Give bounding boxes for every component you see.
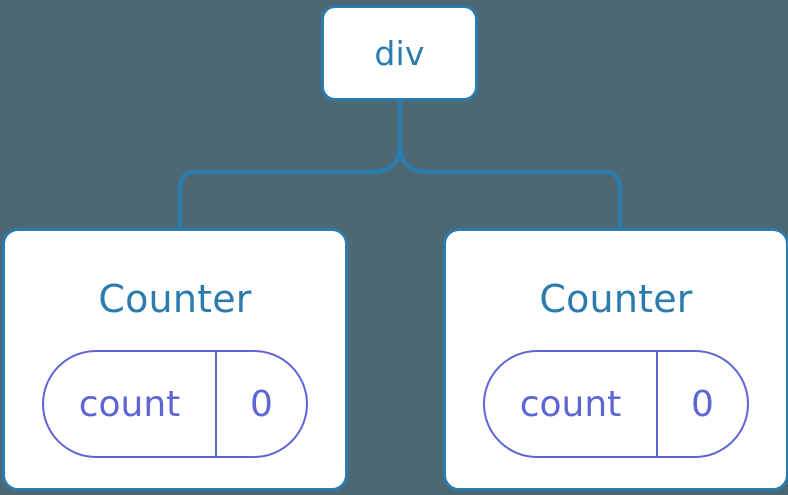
- node-title-counter-right: Counter: [539, 277, 693, 321]
- state-pill-left: count 0: [42, 350, 308, 458]
- state-key-left: count: [44, 352, 217, 456]
- node-title-counter-left: Counter: [98, 277, 252, 321]
- state-pill-right: count 0: [483, 350, 749, 458]
- state-key-right: count: [485, 352, 658, 456]
- connector-split-left: [177, 142, 403, 230]
- node-counter-right[interactable]: Counter count 0: [443, 228, 788, 491]
- state-value-right: 0: [691, 383, 714, 425]
- state-value-left: 0: [250, 383, 273, 425]
- node-title-div: div: [374, 33, 425, 73]
- node-counter-left[interactable]: Counter count 0: [2, 228, 348, 491]
- node-div[interactable]: div: [321, 5, 478, 101]
- connector-split-right: [397, 142, 623, 230]
